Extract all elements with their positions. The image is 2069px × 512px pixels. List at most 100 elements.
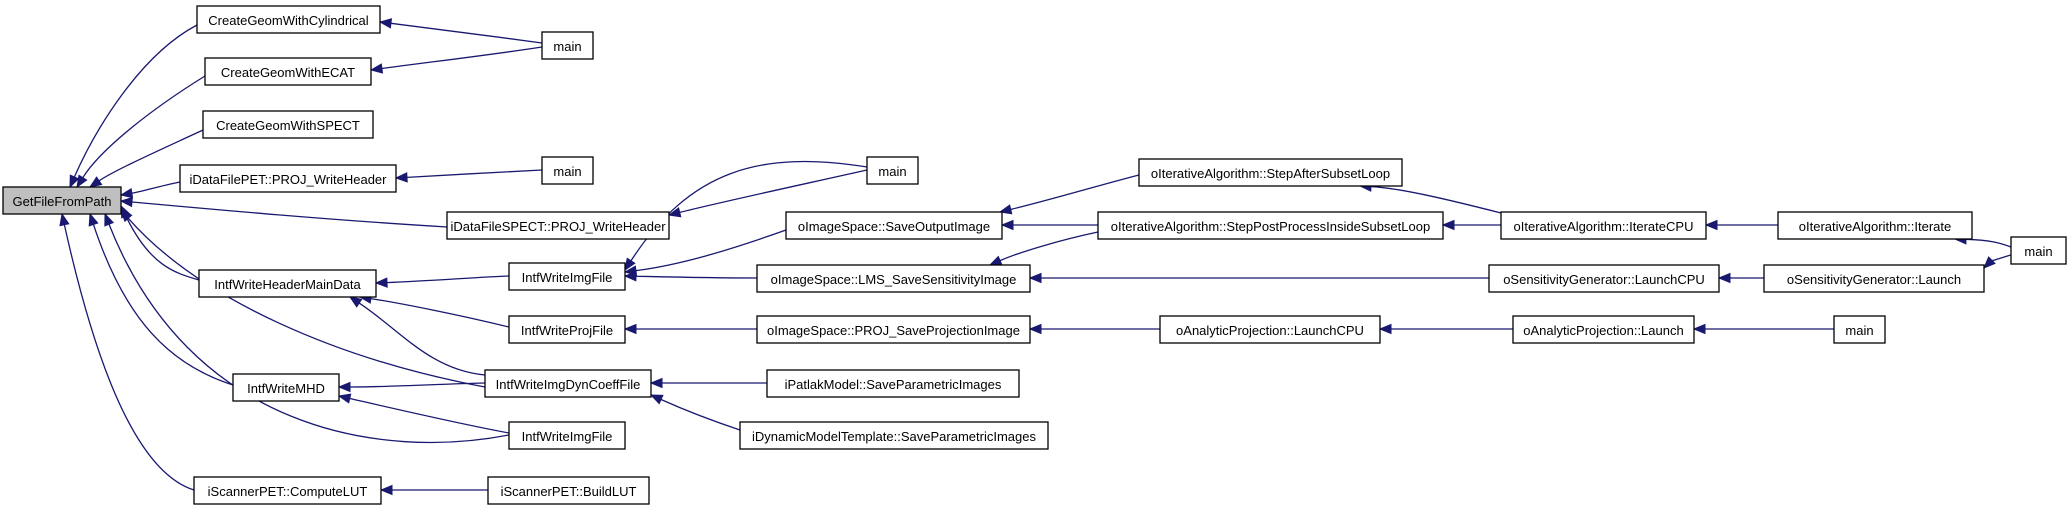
node-box[interactable] — [202, 110, 374, 139]
node-box[interactable] — [193, 476, 382, 505]
graph-node[interactable]: oIterativeAlgorithm::Iterate — [1777, 211, 1973, 240]
node-label: oAnalyticProjection::LaunchCPU — [1176, 323, 1364, 338]
node-box[interactable] — [1777, 211, 1973, 240]
graph-node[interactable]: iScannerPET::ComputeLUT — [193, 476, 382, 505]
edge-line — [406, 169, 543, 179]
graph-node[interactable]: main — [1833, 315, 1886, 344]
node-box[interactable] — [766, 369, 1020, 398]
graph-node[interactable]: iScannerPET::BuildLUT — [487, 476, 650, 505]
graph-node[interactable]: oAnalyticProjection::LaunchCPU — [1159, 315, 1381, 344]
edge-n14-to-n0 — [120, 209, 486, 388]
graph-node[interactable]: IntfWriteHeaderMainData — [198, 269, 377, 298]
edge-line — [660, 398, 741, 431]
node-label: oSensitivityGenerator::LaunchCPU — [1503, 272, 1705, 287]
edge-n24-to-n19 — [1028, 323, 1160, 335]
edge-n13-to-n6 — [358, 293, 510, 328]
node-label: main — [553, 164, 581, 179]
node-label: main — [1845, 323, 1873, 338]
node-label: IntfWriteHeaderMainData — [214, 277, 361, 292]
node-box[interactable] — [508, 262, 626, 291]
graph-node[interactable]: oSensitivityGenerator::Launch — [1763, 264, 1985, 293]
edge-n20-to-n14 — [649, 377, 767, 389]
node-box[interactable] — [1159, 315, 1381, 344]
node-box[interactable] — [508, 315, 626, 344]
graph-node[interactable]: oSensitivityGenerator::LaunchCPU — [1488, 264, 1720, 293]
node-box[interactable] — [1833, 315, 1886, 344]
node-box[interactable] — [446, 211, 670, 240]
node-box[interactable] — [785, 211, 1003, 240]
graph-node[interactable]: main — [541, 156, 594, 185]
node-box[interactable] — [756, 264, 1031, 293]
edge-n1-to-n0 — [69, 24, 198, 189]
graph-node[interactable]: CreateGeomWithCylindrical — [196, 5, 381, 34]
node-box[interactable] — [1488, 264, 1720, 293]
graph-node[interactable]: IntfWriteImgFile — [508, 421, 626, 450]
arrowhead-icon — [88, 176, 103, 188]
edge-line — [108, 223, 510, 444]
arrowhead-icon — [1028, 272, 1042, 284]
graph-node[interactable]: oIterativeAlgorithm::StepAfterSubsetLoop — [1138, 158, 1403, 187]
node-box[interactable] — [179, 164, 397, 193]
arrowhead-icon — [369, 63, 384, 74]
graph-node[interactable]: CreateGeomWithECAT — [204, 57, 372, 86]
graph-node[interactable]: iDataFileSPECT::PROJ_WriteHeader — [446, 211, 670, 240]
graph-node[interactable]: CreateGeomWithSPECT — [202, 110, 374, 139]
node-box[interactable] — [1138, 158, 1403, 187]
graph-node[interactable]: main — [866, 156, 919, 185]
node-box[interactable] — [739, 421, 1049, 450]
arrowhead-icon — [1983, 256, 1996, 269]
node-label: main — [2024, 244, 2052, 259]
node-box[interactable] — [204, 57, 372, 86]
node-box[interactable] — [866, 156, 919, 185]
node-box[interactable] — [196, 5, 381, 34]
graph-node[interactable]: oImageSpace::SaveOutputImage — [785, 211, 1003, 240]
graph-node[interactable]: IntfWriteImgFile — [508, 262, 626, 291]
edge-line — [1370, 185, 1502, 214]
node-box[interactable] — [232, 373, 340, 402]
node-label: GetFileFromPath — [13, 194, 112, 209]
arrowhead-icon — [104, 212, 115, 227]
graph-node[interactable]: oIterativeAlgorithm::IterateCPU — [1500, 211, 1707, 240]
graph-node[interactable]: main — [541, 31, 594, 60]
node-box[interactable] — [198, 269, 377, 298]
graph-node[interactable]: oAnalyticProjection::Launch — [1512, 315, 1695, 344]
node-box[interactable] — [487, 476, 650, 505]
node-label: CreateGeomWithSPECT — [216, 118, 360, 133]
arrowhead-icon — [69, 174, 80, 189]
edge-line — [125, 215, 200, 281]
graph-node[interactable]: oIterativeAlgorithm::StepPostProcessInsi… — [1097, 211, 1444, 240]
node-box[interactable] — [2010, 236, 2067, 265]
graph-node[interactable]: IntfWriteMHD — [232, 373, 340, 402]
node-box[interactable] — [541, 156, 594, 185]
node-box[interactable] — [1512, 315, 1695, 344]
node-label: oIterativeAlgorithm::IterateCPU — [1514, 219, 1694, 234]
edge-line — [1990, 254, 2012, 262]
node-box[interactable] — [508, 421, 626, 450]
edge-line — [98, 129, 204, 182]
node-box[interactable] — [756, 315, 1031, 344]
edge-line — [358, 302, 486, 376]
node-box[interactable] — [541, 31, 594, 60]
node-box[interactable] — [1500, 211, 1707, 240]
edge-n18-to-n12 — [623, 271, 758, 282]
graph-node[interactable]: iPatlakModel::SaveParametricImages — [766, 369, 1020, 398]
node-box[interactable] — [2, 186, 122, 215]
graph-node[interactable]: main — [2010, 236, 2067, 265]
node-box[interactable] — [1097, 211, 1444, 240]
graph-node[interactable]: IntfWriteImgDynCoeffFile — [484, 369, 652, 398]
graph-node[interactable]: oImageSpace::LMS_SaveSensitivityImage — [756, 264, 1031, 293]
node-box[interactable] — [484, 369, 652, 398]
graph-node[interactable]: iDataFilePET::PROJ_WriteHeader — [179, 164, 397, 193]
graph-node[interactable]: iDynamicModelTemplate::SaveParametricIma… — [739, 421, 1049, 450]
node-box[interactable] — [1763, 264, 1985, 293]
graph-node[interactable]: IntfWriteProjFile — [508, 315, 626, 344]
arrowhead-icon — [120, 209, 133, 223]
root-node[interactable]: GetFileFromPath — [2, 186, 122, 215]
edge-line — [635, 275, 758, 279]
arrowhead-icon — [119, 196, 133, 208]
graph-node[interactable]: oImageSpace::PROJ_SaveProjectionImage — [756, 315, 1031, 344]
arrowhead-icon — [1378, 323, 1392, 335]
node-label: IntfWriteImgFile — [522, 270, 613, 285]
edge-n14-to-n6 — [348, 296, 486, 376]
